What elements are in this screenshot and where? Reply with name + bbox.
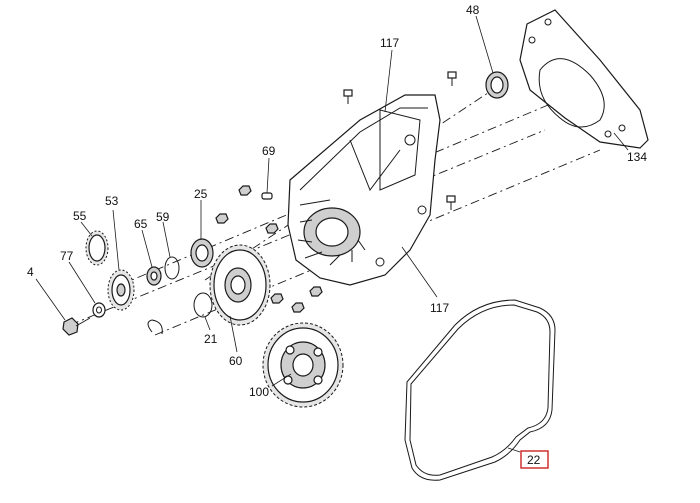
- snap-ring-21: [193, 292, 213, 318]
- bolts-top: [343, 71, 457, 210]
- gear-60: [209, 244, 271, 326]
- gear-100: [262, 322, 344, 408]
- callout-22-highlight-box: [520, 450, 549, 469]
- gear-53: [107, 269, 135, 311]
- callout-134: 134: [627, 150, 647, 164]
- callout-22: 22: [527, 453, 541, 467]
- callout-69: 69: [262, 144, 276, 158]
- callout-53: 53: [105, 194, 119, 208]
- leader-lines: [35, 15, 629, 453]
- callout-100: 100: [249, 385, 269, 399]
- housing-117: [287, 94, 441, 286]
- nuts: [215, 185, 323, 313]
- washer-77: [92, 302, 106, 318]
- callout-48: 48: [466, 3, 480, 17]
- callout-65: 65: [134, 217, 148, 231]
- gasket-22: [404, 299, 556, 481]
- seal-48: [485, 71, 509, 99]
- callout-25: 25: [194, 187, 208, 201]
- pin-69: [261, 192, 273, 200]
- snap-ring-59: [164, 256, 180, 280]
- washer-65: [146, 266, 162, 286]
- callout-60: 60: [229, 354, 243, 368]
- callout-21: 21: [204, 332, 218, 346]
- callout-77: 77: [60, 249, 74, 263]
- callout-labels: 48 117 134 69 25 53 55 65 59 77 4 21 60 …: [27, 3, 647, 469]
- callout-55: 55: [73, 209, 87, 223]
- plate-134: [519, 9, 649, 149]
- callout-117-top: 117: [380, 36, 399, 50]
- callout-4: 4: [27, 265, 34, 279]
- circlip: [147, 319, 163, 335]
- bearing-25: [190, 238, 214, 268]
- gear-55: [85, 230, 109, 266]
- callout-117-bottom: 117: [430, 301, 449, 315]
- callout-59: 59: [156, 210, 170, 224]
- bolt-4: [62, 317, 91, 336]
